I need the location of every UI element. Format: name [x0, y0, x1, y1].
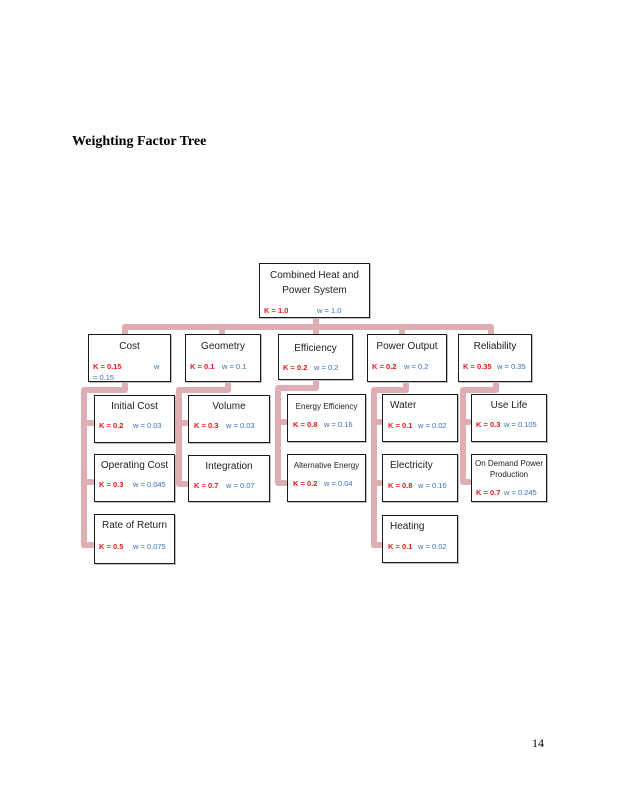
leaf-label: Operating Cost	[100, 460, 169, 471]
category-w-cont: = 0.15	[93, 373, 115, 382]
leaf-water: Water K = 0.1 w = 0.02	[382, 394, 458, 442]
category-k: K = 0.2	[283, 363, 308, 372]
leaf-label: Volume	[212, 401, 246, 412]
category-w: w	[154, 362, 160, 371]
category-k: K = 0.1	[190, 362, 215, 371]
leaf-k: K = 0.1	[388, 542, 413, 551]
leaf-k: K = 0.3	[194, 421, 219, 430]
leaf-on-demand-power-production: On Demand Power Production K = 0.7 w = 0…	[471, 454, 547, 502]
leaf-k: K = 0.5	[99, 542, 124, 551]
leaf-label: Rate of Return	[101, 520, 168, 531]
leaf-w: w = 0.16	[418, 481, 447, 490]
leaf-alternative-energy: Alternative Energy K = 0.2 w = 0.04	[287, 454, 366, 502]
category-cost: Cost K = 0.15 w = 0.15	[88, 334, 171, 382]
leaf-w: w = 0.03	[226, 421, 255, 430]
leaf-label: Water	[390, 400, 417, 411]
leaf-k: K = 0.8	[388, 481, 413, 490]
leaf-k: K = 0.3	[476, 420, 501, 429]
leaf-label: Alternative Energy	[293, 461, 360, 470]
category-reliability: Reliability K = 0.35 w = 0.35	[458, 334, 532, 382]
leaf-label-line1: On Demand Power	[474, 459, 544, 468]
category-k: K = 0.15	[93, 362, 122, 371]
leaf-use-life: Use Life K = 0.3 w = 0.105	[471, 394, 547, 442]
leaf-k: K = 0.2	[99, 421, 124, 430]
root-w: w = 1.0	[317, 306, 342, 315]
leaf-initial-cost: Initial Cost K = 0.2 w = 0.03	[94, 395, 175, 443]
leaf-k: K = 0.1	[388, 421, 413, 430]
leaf-k: K = 0.7	[476, 488, 501, 497]
leaf-label-line2: Production	[489, 470, 529, 479]
leaf-k: K = 0.7	[194, 481, 219, 490]
leaf-energy-efficiency: Energy Efficiency K = 0.8 w = 0.16	[287, 394, 366, 442]
reliability-branch	[460, 379, 499, 485]
category-power-output: Power Output K = 0.2 w = 0.2	[367, 334, 447, 382]
category-label: Geometry	[201, 341, 245, 352]
leaf-k: K = 0.8	[293, 420, 318, 429]
power-branch	[371, 379, 409, 548]
category-geometry: Geometry K = 0.1 w = 0.1	[185, 334, 261, 382]
leaf-k: K = 0.2	[293, 479, 318, 488]
leaf-w: w = 0.16	[324, 420, 353, 429]
category-label: Power Output	[376, 341, 438, 352]
leaf-label: Use Life	[490, 400, 528, 411]
leaf-w: w = 0.03	[133, 421, 162, 430]
root-k: K = 1.0	[264, 306, 289, 315]
category-efficiency: Efficiency K = 0.2 w = 0.2	[278, 334, 353, 380]
leaf-w: w = 0.02	[418, 542, 447, 551]
leaf-operating-cost: Operating Cost K = 0.3 w = 0.045	[94, 454, 175, 502]
leaf-volume: Volume K = 0.3 w = 0.03	[188, 395, 270, 443]
leaf-w: w = 0.07	[226, 481, 255, 490]
category-label: Efficiency	[294, 343, 337, 354]
root-label-line1: Combined Heat and	[270, 270, 359, 281]
category-w: w = 0.35	[497, 362, 526, 371]
leaf-label: Initial Cost	[111, 401, 158, 412]
efficiency-branch	[275, 377, 319, 486]
leaf-integration: Integration K = 0.7 w = 0.07	[188, 455, 270, 502]
leaf-w: w = 0.245	[504, 488, 537, 497]
leaf-label: Energy Efficiency	[295, 402, 358, 411]
root-label-line2: Power System	[282, 285, 347, 296]
leaf-rate-of-return: Rate of Return K = 0.5 w = 0.075	[94, 514, 175, 564]
category-k: K = 0.35	[463, 362, 492, 371]
leaf-k: K = 0.3	[99, 480, 124, 489]
leaf-w: w = 0.075	[133, 542, 166, 551]
leaf-w: w = 0.04	[324, 479, 353, 488]
root-node: Combined Heat and Power System K = 1.0 w…	[259, 263, 370, 318]
category-label: Cost	[119, 341, 140, 352]
category-w: w = 0.1	[222, 362, 247, 371]
leaf-label: Integration	[205, 461, 253, 472]
leaf-label: Heating	[390, 521, 425, 532]
leaf-electricity: Electricity K = 0.8 w = 0.16	[382, 454, 458, 502]
category-w: w = 0.2	[404, 362, 429, 371]
category-k: K = 0.2	[372, 362, 397, 371]
category-w: w = 0.2	[314, 363, 339, 372]
leaf-heating: Heating K = 0.1 w = 0.02	[382, 515, 458, 563]
leaf-w: w = 0.045	[133, 480, 166, 489]
geometry-branch	[176, 379, 231, 487]
leaf-w: w = 0.105	[504, 420, 537, 429]
page-number: 14	[532, 736, 544, 750]
leaf-label: Electricity	[390, 460, 433, 471]
category-label: Reliability	[473, 341, 517, 352]
leaf-w: w = 0.02	[418, 421, 447, 430]
page-title: Weighting Factor Tree	[72, 134, 207, 149]
cost-branch	[81, 379, 128, 548]
